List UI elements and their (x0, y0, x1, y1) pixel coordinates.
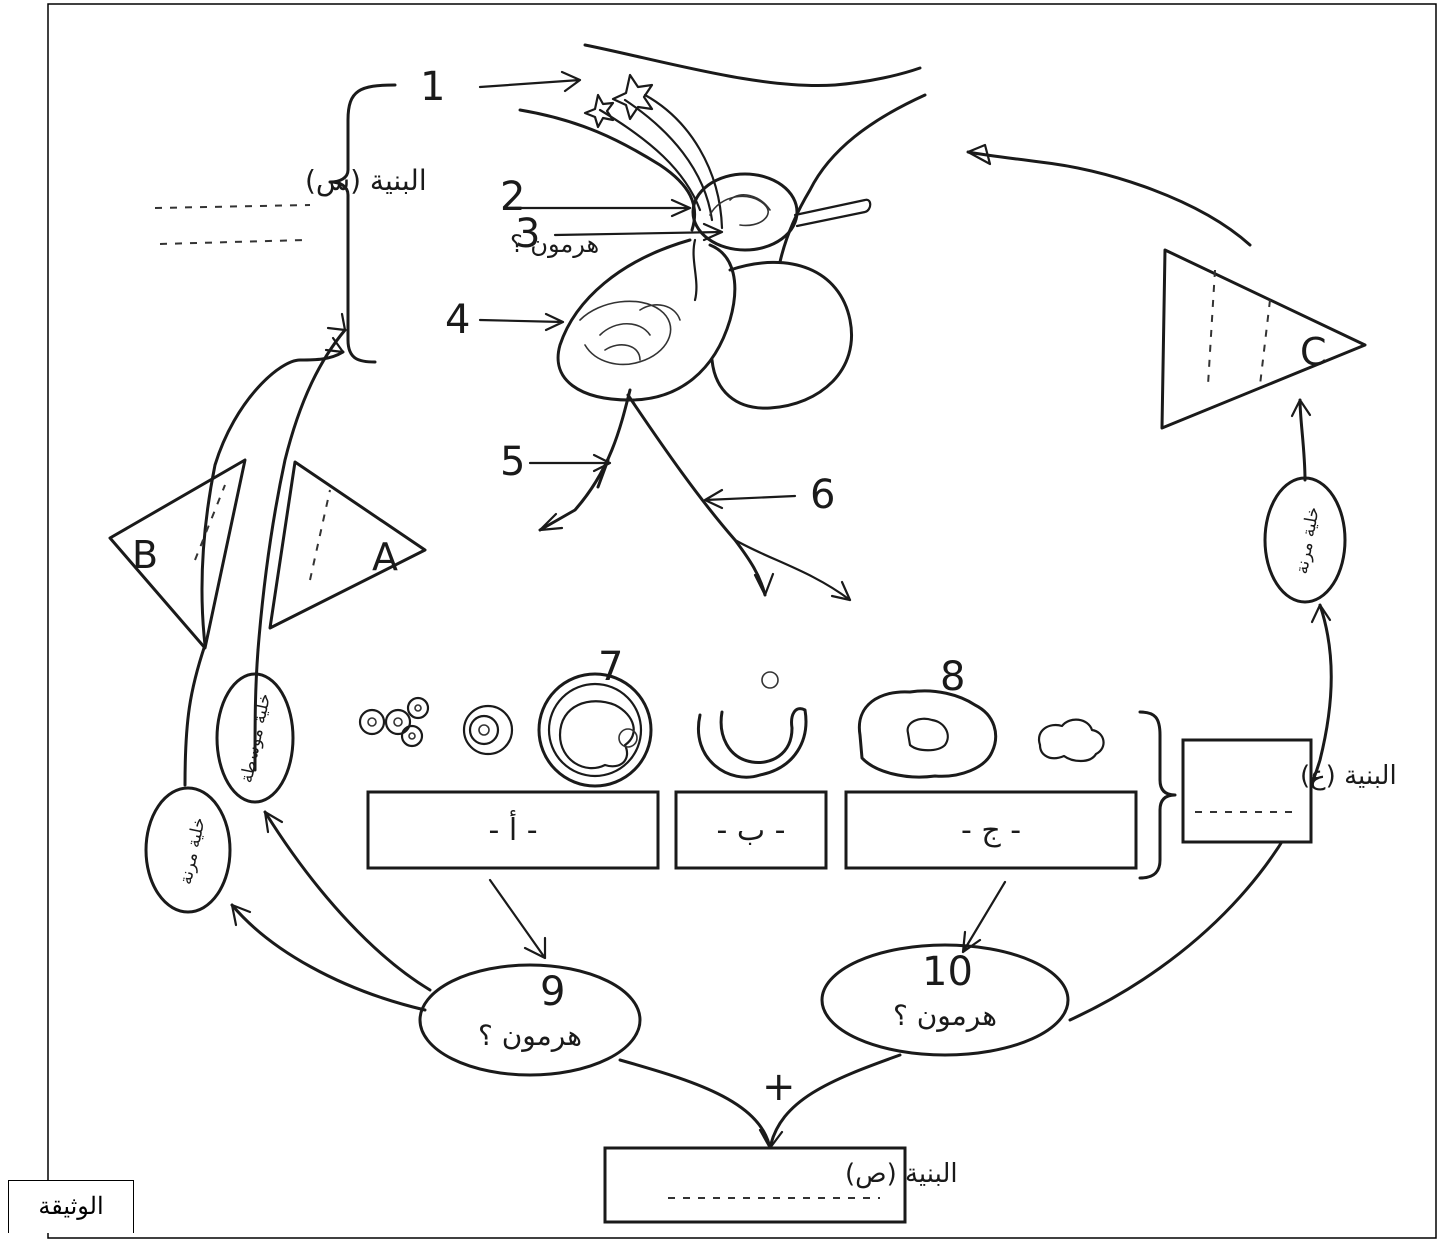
label-number-9: 9 (540, 969, 565, 1015)
structure-a-brace (1138, 710, 1177, 880)
label-3-hormone: هرمون ؟ (510, 230, 599, 258)
target-cell-right (1263, 476, 1347, 604)
triangle-b-letter: B (132, 533, 158, 577)
label-number-7: 7 (598, 644, 623, 690)
phase-box-b (674, 790, 828, 870)
phase-box-a (366, 790, 660, 870)
structure-s-label: البنية (س) (305, 164, 427, 197)
neuron-stars (583, 73, 724, 230)
outer-frame (47, 3, 1437, 1239)
hormone-arrows (488, 878, 1007, 960)
triangle-a (268, 460, 427, 630)
mediator-cell-left-label: خلية موسطة (237, 692, 275, 785)
structure-a-label: البنية (ع) (1300, 761, 1397, 791)
hormone-10-ellipse (820, 943, 1070, 1057)
left-feedback-path (183, 312, 347, 787)
triangle-b (108, 458, 247, 650)
label-number-5: 5 (500, 439, 525, 485)
label-number-4: 4 (445, 297, 470, 343)
pituitary-gland (556, 172, 872, 410)
follicle-series (358, 671, 1105, 788)
phase-box-c-label: - ج - (961, 813, 1021, 848)
target-cell-right-label: خلية مرنة (1292, 505, 1324, 576)
phase-box-b-label: - ب - (717, 813, 786, 848)
label-number-1: 1 (420, 64, 445, 110)
structure-s-brace (154, 83, 397, 364)
label-number-3: 3 (515, 211, 540, 257)
label-number-6: 6 (810, 472, 835, 518)
label-number-2: 2 (500, 174, 525, 220)
hormone-10-label: هرمون ؟ (893, 999, 997, 1032)
label-number-10: 10 (922, 949, 973, 995)
converging-arrows (618, 1053, 902, 1150)
structure-p-label: البنية (ص) (845, 1159, 958, 1189)
phase-box-c (844, 790, 1138, 870)
hormone-9-label: هرمون ؟ (478, 1019, 582, 1052)
target-cell-left (144, 786, 232, 914)
phase-box-a-label: - أ - (488, 809, 537, 848)
pituitary-outputs (538, 388, 852, 602)
label-number-8: 8 (940, 654, 965, 700)
triangle-a-letter: A (372, 535, 398, 579)
mediator-cell-left (215, 672, 295, 804)
triangle-c (1160, 248, 1367, 430)
target-cell-left-label: خلية مرنة (176, 816, 210, 887)
label-arrows (478, 70, 797, 510)
document-label: الوثيقة (8, 1180, 134, 1233)
structure-a-box (1181, 738, 1313, 844)
triangle-c-letter: C (1300, 330, 1327, 374)
plus-sign: + (762, 1064, 796, 1110)
hormone-9-ellipse (230, 810, 642, 1077)
structure-p-box (603, 1146, 907, 1224)
